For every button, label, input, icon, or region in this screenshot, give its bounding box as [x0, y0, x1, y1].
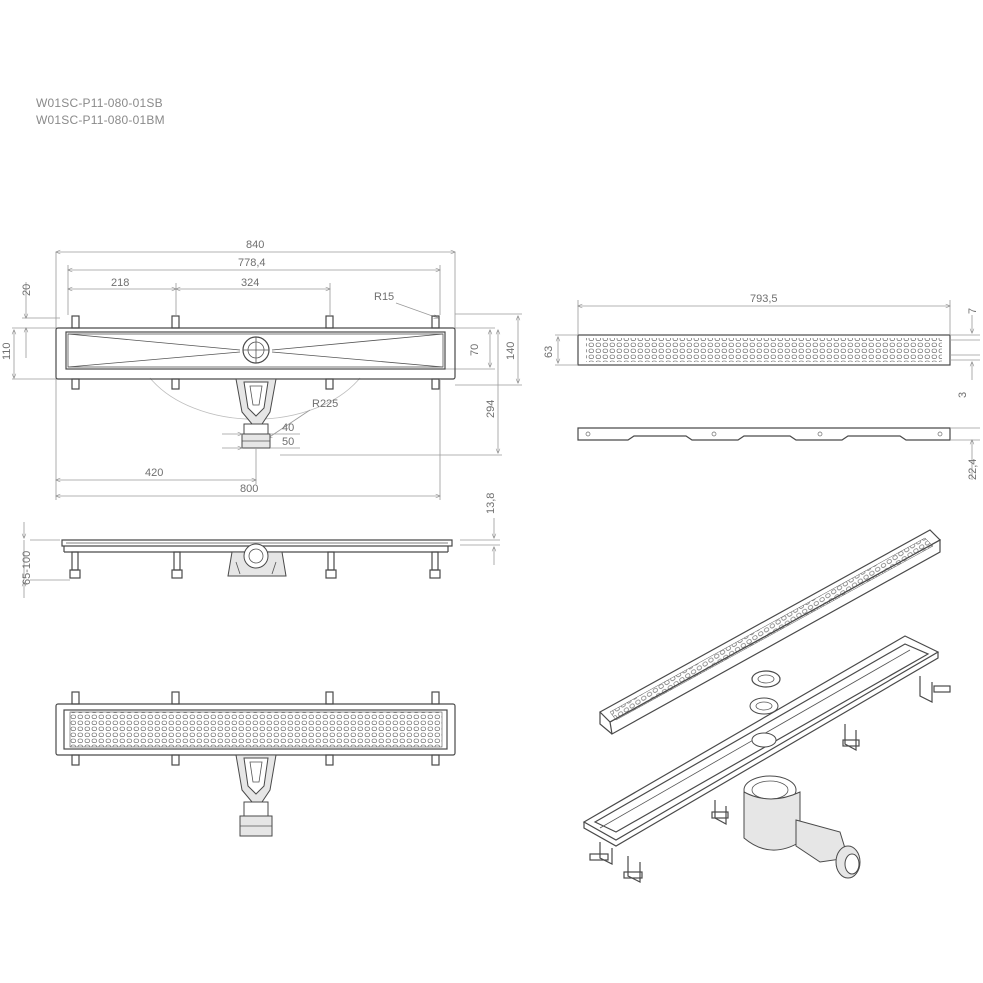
- dim-778-4: 778,4: [238, 257, 266, 269]
- dim-140: 140: [505, 342, 517, 360]
- dim-218: 218: [111, 277, 129, 289]
- grate-side-view: 22,4: [577, 427, 980, 480]
- dim-294: 294: [485, 400, 497, 418]
- side-view: 65-100 13,8: [21, 493, 500, 598]
- grate-top-view: 793,5 63 7 3: [543, 293, 980, 398]
- dim-22-4: 22,4: [967, 459, 979, 480]
- model-code-bm: W01SC-P11-080-01BM: [36, 113, 165, 127]
- dim-840: 840: [246, 239, 264, 251]
- model-code-sb: W01SC-P11-080-01SB: [36, 96, 163, 110]
- dim-r15: R15: [374, 291, 394, 303]
- dim-70: 70: [469, 344, 481, 356]
- dim-800: 800: [240, 483, 258, 495]
- dim-7: 7: [967, 308, 979, 314]
- grate-plan-view: [55, 691, 456, 837]
- dim-63: 63: [543, 346, 555, 358]
- dim-324: 324: [241, 277, 259, 289]
- top-view: 840 778,4 218 324 R15 20 110 70 140 294 …: [1, 239, 522, 500]
- isometric-view: [582, 529, 951, 883]
- dim-110: 110: [1, 342, 13, 360]
- dim-50: 50: [282, 436, 294, 448]
- dim-r225: R225: [312, 398, 338, 410]
- dim-3: 3: [957, 392, 969, 398]
- dim-13-8: 13,8: [485, 493, 497, 514]
- dim-40: 40: [282, 422, 294, 434]
- dim-20: 20: [21, 284, 33, 296]
- dim-793-5: 793,5: [750, 293, 778, 305]
- dim-65-100: 65-100: [21, 551, 33, 585]
- dim-420: 420: [145, 467, 163, 479]
